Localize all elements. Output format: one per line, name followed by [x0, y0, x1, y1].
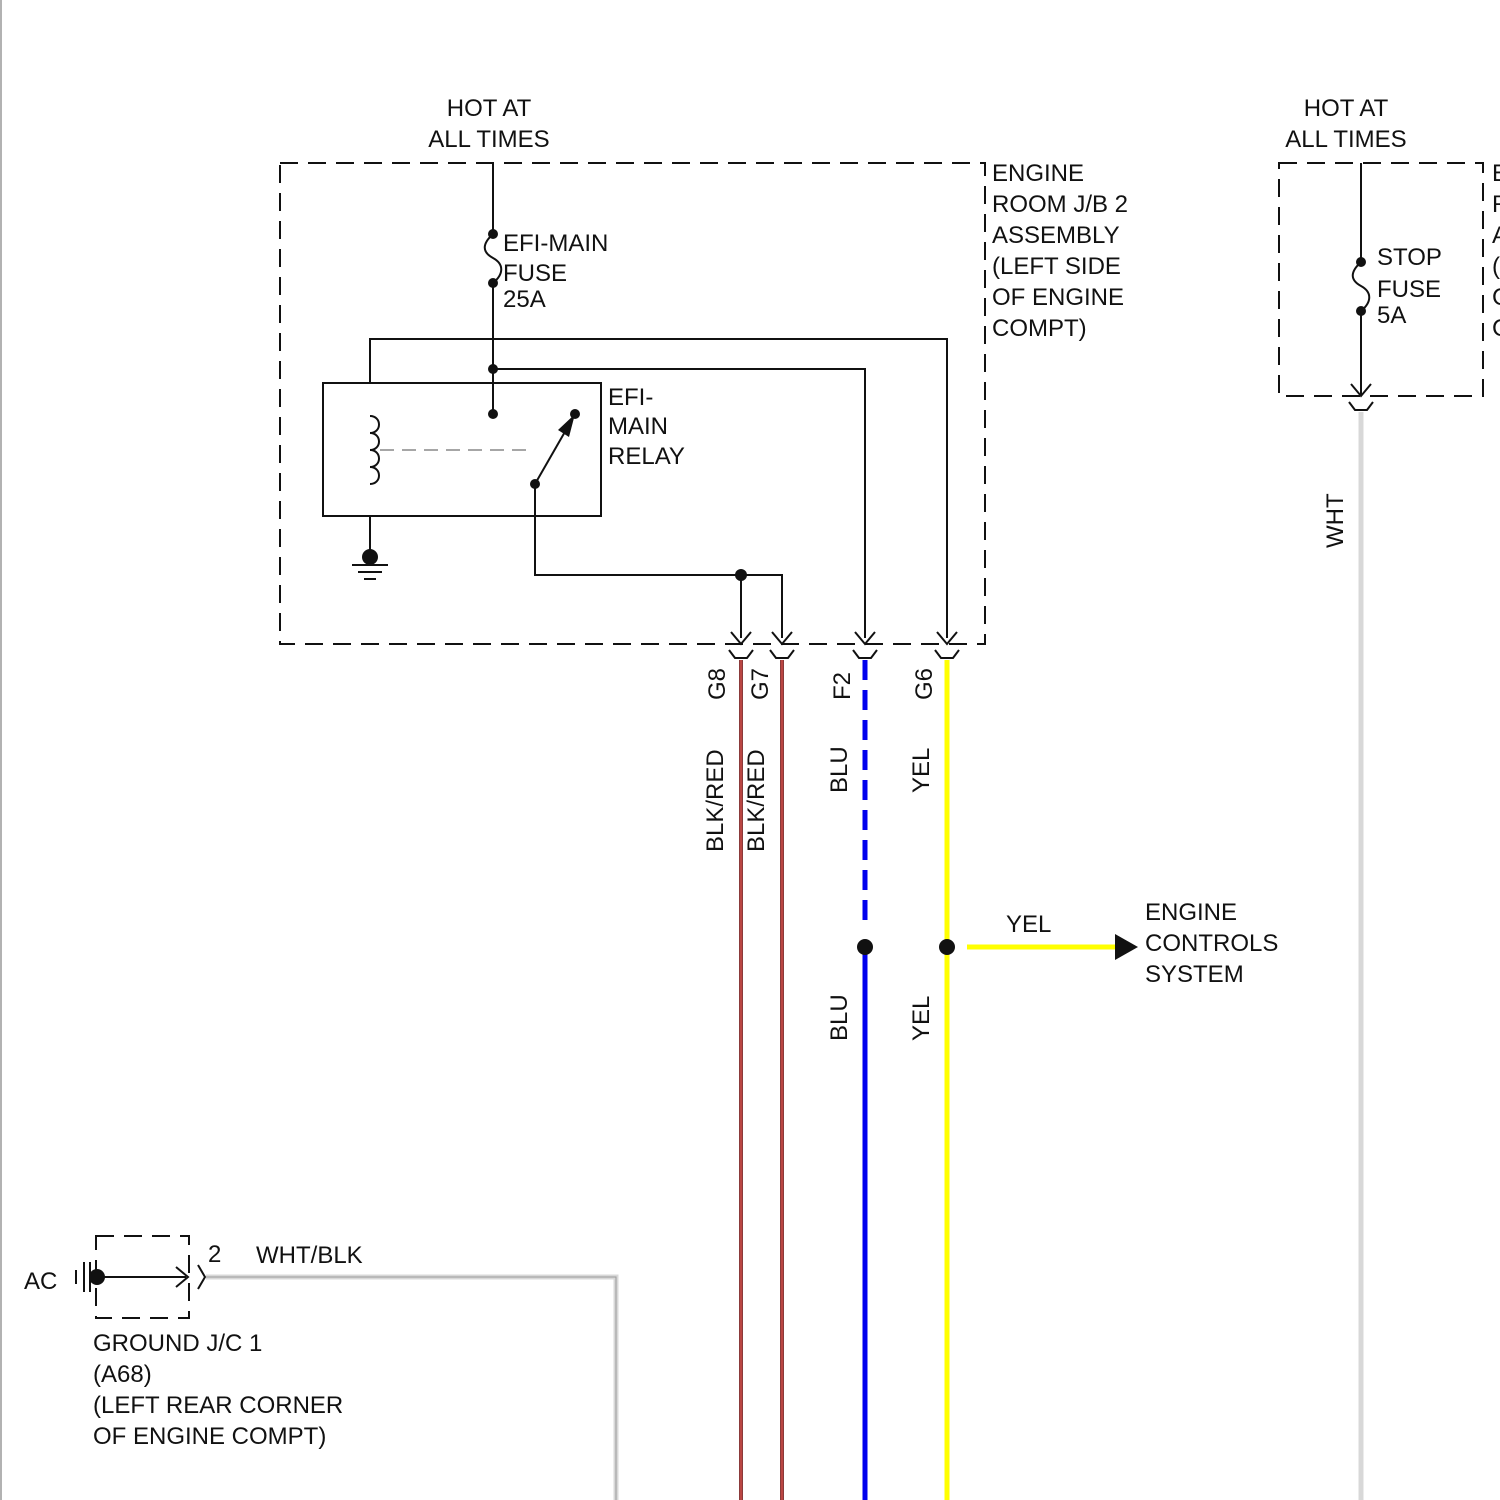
ground-jc-label: GROUND J/C 1 (A68) (LEFT REAR CORNER OF …	[93, 1330, 343, 1450]
svg-text:R: R	[1492, 191, 1500, 218]
left-power-source-label-2: ALL TIMES	[428, 126, 549, 153]
efi-main-relay	[323, 383, 601, 516]
wire-label-g8: BLK/RED	[702, 749, 729, 852]
svg-text:ASSEMBLY: ASSEMBLY	[992, 222, 1120, 249]
pin-label-g6: G6	[911, 668, 938, 700]
wire-ground-wht-blk	[206, 1277, 616, 1500]
junction-block-label: ENGINE ROOM J/B 2 ASSEMBLY (LEFT SIDE OF…	[992, 160, 1128, 342]
svg-text:(LEFT SIDE: (LEFT SIDE	[992, 253, 1121, 280]
svg-text:CONTROLS: CONTROLS	[1145, 930, 1278, 957]
svg-text:RELAY: RELAY	[608, 443, 685, 470]
svg-text:C: C	[1492, 315, 1500, 342]
svg-text:OF ENGINE: OF ENGINE	[992, 284, 1124, 311]
svg-text:5A: 5A	[1377, 302, 1406, 329]
wire-label-stop-wht: WHT	[1322, 493, 1349, 548]
svg-text:COMPT): COMPT)	[992, 315, 1087, 342]
wire-label-f2-top: BLU	[826, 746, 853, 793]
ground-jc-pin-number: 2	[208, 1241, 221, 1268]
ground-symbol	[352, 516, 388, 579]
right-power-source-label-1: HOT AT	[1304, 95, 1389, 122]
splice-yel	[939, 939, 955, 955]
pin-label-g7: G7	[747, 668, 774, 700]
svg-text:(: (	[1492, 253, 1500, 280]
efi-main-fuse-label: EFI-MAIN FUSE 25A	[503, 230, 608, 313]
svg-text:ENGINE: ENGINE	[992, 160, 1084, 187]
svg-text:GROUND J/C 1: GROUND J/C 1	[93, 1330, 262, 1357]
svg-text:A: A	[1492, 222, 1500, 249]
svg-text:(LEFT REAR CORNER: (LEFT REAR CORNER	[93, 1392, 343, 1419]
svg-text:FUSE: FUSE	[503, 260, 567, 287]
ground-pin-label: AC	[24, 1268, 57, 1295]
efi-main-fuse	[485, 163, 502, 419]
svg-text:SYSTEM: SYSTEM	[1145, 961, 1244, 988]
efi-main-relay-label: EFI- MAIN RELAY	[608, 384, 685, 470]
wire-label-g6-top: YEL	[908, 748, 935, 793]
wire-label-f2-bottom: BLU	[826, 994, 853, 1041]
pin-label-f2: F2	[829, 672, 856, 700]
svg-text:FUSE: FUSE	[1377, 276, 1441, 303]
wire-label-g6-bottom: YEL	[908, 996, 935, 1041]
svg-text:(A68): (A68)	[93, 1361, 152, 1388]
right-junction-block-label: E R A ( C C	[1492, 160, 1500, 342]
wire-label-yel-branch: YEL	[1006, 911, 1051, 938]
pin-label-g8: G8	[704, 668, 731, 700]
engine-controls-system-label: ENGINE CONTROLS SYSTEM	[1145, 899, 1278, 988]
svg-text:EFI-: EFI-	[608, 384, 653, 411]
arrow-to-engine-controls	[1115, 934, 1138, 960]
svg-text:25A: 25A	[503, 286, 546, 313]
left-power-source-label-1: HOT AT	[447, 95, 532, 122]
svg-text:ROOM J/B 2: ROOM J/B 2	[992, 191, 1128, 218]
svg-text:STOP: STOP	[1377, 244, 1442, 271]
wire-label-g7: BLK/RED	[743, 749, 770, 852]
svg-text:MAIN: MAIN	[608, 413, 668, 440]
svg-text:EFI-MAIN: EFI-MAIN	[503, 230, 608, 257]
wire-label-ground-wht-blk: WHT/BLK	[256, 1242, 363, 1269]
stop-fuse-label: STOP FUSE 5A	[1377, 244, 1442, 329]
svg-text:ENGINE: ENGINE	[1145, 899, 1237, 926]
svg-text:E: E	[1492, 160, 1500, 187]
right-power-source-label-2: ALL TIMES	[1285, 126, 1406, 153]
svg-text:OF ENGINE COMPT): OF ENGINE COMPT)	[93, 1423, 326, 1450]
relay-output-wiring	[535, 484, 782, 638]
stop-fuse	[1349, 163, 1373, 410]
svg-text:C: C	[1492, 284, 1500, 311]
splice-blu	[857, 939, 873, 955]
